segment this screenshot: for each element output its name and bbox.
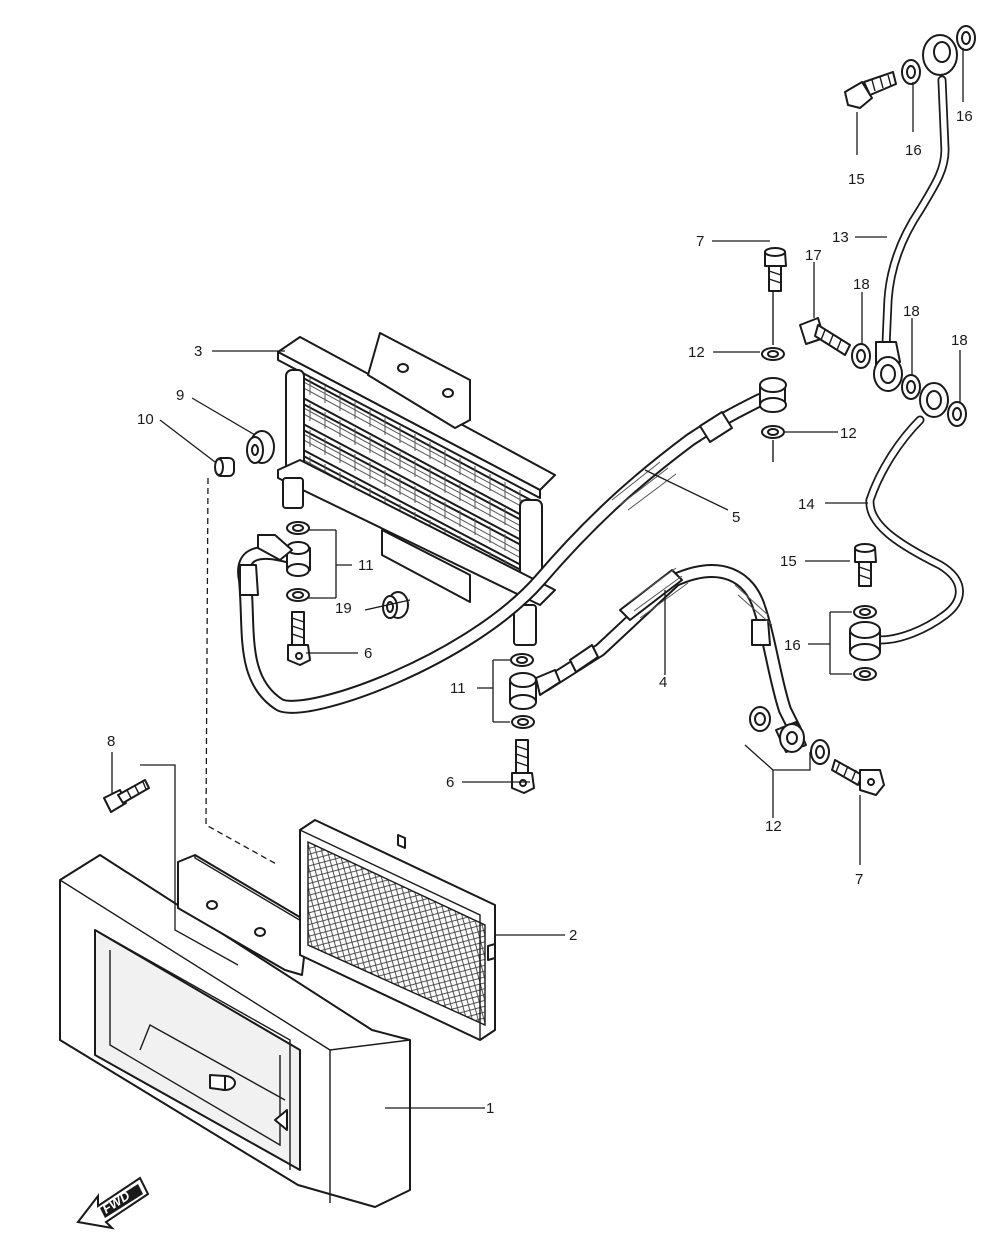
callout-17: 17 — [805, 247, 822, 264]
part-3-oil-cooler — [277, 332, 556, 646]
callout-6-lower: 6 — [446, 774, 454, 791]
leader-lines — [111, 48, 964, 1109]
callout-6-upper: 6 — [364, 645, 372, 662]
callout-18-left: 18 — [853, 276, 870, 293]
callout-10: 10 — [137, 411, 154, 428]
part-5-oil-hose — [237, 393, 767, 714]
callout-labels: 1 2 3 4 5 6 6 7 7 8 9 10 11 11 12 12 12 … — [107, 108, 973, 1117]
callout-9: 9 — [176, 387, 184, 404]
callout-1: 1 — [486, 1100, 494, 1117]
callout-16-top-left: 16 — [905, 142, 922, 159]
part-16-washers-upper — [901, 25, 976, 85]
part-14-oil-pipe — [849, 382, 964, 661]
part-7-banjo-bolt-lower — [831, 759, 885, 796]
part-15-banjo-bolt-lower — [854, 543, 877, 587]
part-19-grommet — [382, 591, 409, 619]
mounting-bracket — [177, 854, 309, 976]
callout-7-upper: 7 — [696, 233, 704, 250]
callout-8: 8 — [107, 733, 115, 750]
bolt-guide-line — [140, 764, 239, 966]
part-18-washers — [851, 343, 967, 427]
callout-18-middle: 18 — [903, 303, 920, 320]
part-17-banjo-bolt — [799, 317, 851, 356]
callout-15-lower: 15 — [780, 553, 797, 570]
callout-2: 2 — [569, 927, 577, 944]
part-11-banjo-upper — [257, 521, 311, 602]
callout-19: 19 — [335, 600, 352, 617]
part-11-banjo-lower — [509, 653, 561, 729]
callout-3: 3 — [194, 343, 202, 360]
callout-12-middle: 12 — [840, 425, 857, 442]
fwd-direction-arrow: FWD — [76, 1176, 150, 1230]
part-10-collar — [214, 457, 235, 477]
part-4-oil-hose — [538, 564, 802, 737]
part-6-banjo-bolt-upper — [287, 611, 311, 666]
part-8-bolt — [103, 779, 150, 813]
callout-16-lower: 16 — [784, 637, 801, 654]
part-2-mesh-guard — [299, 819, 496, 1041]
callout-5: 5 — [732, 509, 740, 526]
callout-12-upper: 12 — [688, 344, 705, 361]
part-16-washers-lower — [853, 605, 877, 681]
callout-11-lower: 11 — [450, 680, 466, 697]
callout-13: 13 — [832, 229, 849, 246]
banjo-fitting-hose-4 — [749, 706, 830, 765]
callout-12-lower: 12 — [765, 818, 782, 835]
assembly-guide-line — [205, 477, 279, 866]
part-1-cover — [59, 854, 411, 1208]
callout-4: 4 — [659, 674, 667, 691]
part-9-grommet — [246, 430, 275, 464]
part-15-banjo-bolt-upper — [844, 71, 897, 109]
callout-18-right: 18 — [951, 332, 968, 349]
callout-7-lower: 7 — [855, 871, 863, 888]
callout-14: 14 — [798, 496, 815, 513]
callout-11-upper: 11 — [358, 557, 374, 574]
banjo-fitting-hose-5 — [759, 290, 787, 462]
part-13-oil-pipe — [873, 34, 958, 392]
part-7-banjo-bolt-upper — [764, 247, 787, 292]
callout-15-upper: 15 — [848, 171, 865, 188]
callout-16-top-right: 16 — [956, 108, 973, 125]
part-6-banjo-bolt-lower — [511, 739, 535, 794]
